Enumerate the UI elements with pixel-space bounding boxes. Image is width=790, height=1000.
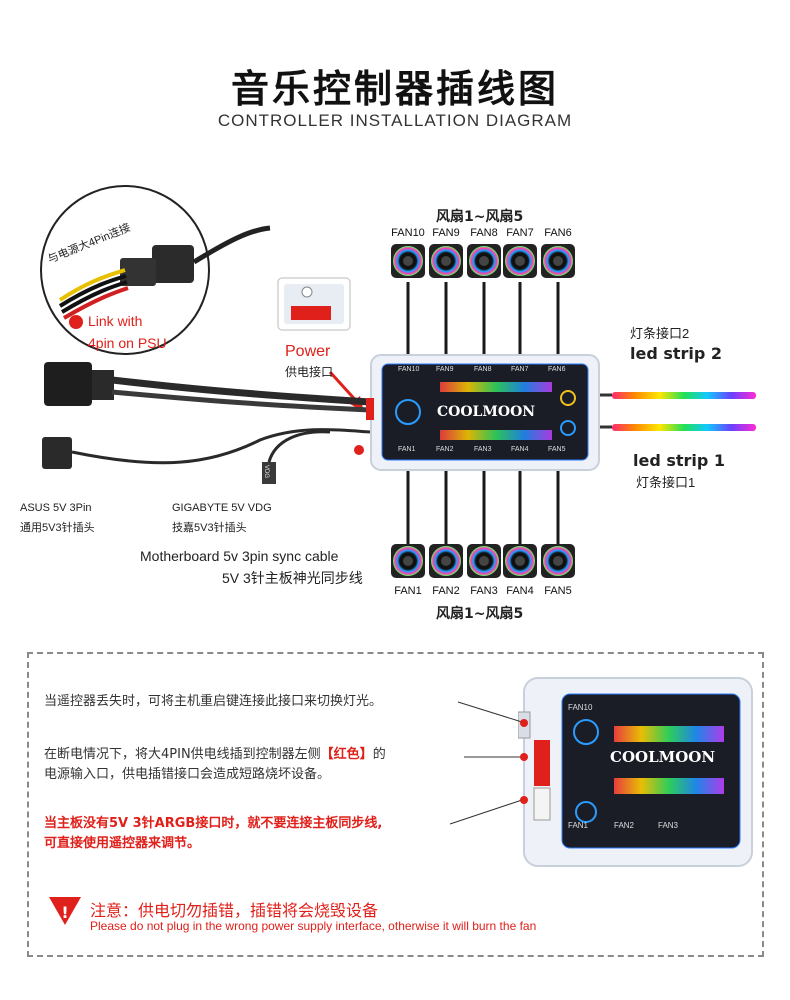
sync-cable: [42, 428, 371, 484]
fan-label-top: FAN7: [506, 227, 534, 239]
fans-top: [391, 244, 575, 278]
warning-en: Please do not plug in the wrong power su…: [90, 919, 537, 933]
asus-label-line2: 通用5V3针插头: [20, 522, 95, 534]
fans-bottom-group-label: 风扇1~风扇5: [436, 606, 524, 622]
fan-label-top: FAN6: [544, 227, 572, 239]
gigabyte-plug-label: VDG: [263, 465, 269, 479]
note-2-before: 在断电情况下，将大4PIN供电线插到控制器左侧: [44, 747, 321, 762]
controller-port-label: FAN2: [436, 446, 454, 453]
note-2-line1: 在断电情况下，将大4PIN供电线插到控制器左侧【红色】的: [44, 745, 386, 765]
led-strip1-en: led strip 1: [633, 451, 726, 470]
note-3-line2: 可直接使用遥控器来调节。: [44, 836, 201, 851]
note-3-line1: 当主板没有5V 3针ARGB接口时，就不要连接主板同步线,: [44, 816, 383, 831]
molex-cable: [44, 362, 371, 413]
power-socket-zoom: [277, 277, 351, 331]
controller-port-label: FAN1: [398, 446, 416, 453]
fan-label-bottom: FAN4: [506, 585, 534, 597]
controller-port-label: FAN4: [511, 446, 529, 453]
controller-port-label: FAN10: [398, 366, 420, 373]
fan-label-bottom: FAN5: [544, 585, 572, 597]
note-2-red: 【红色】: [320, 747, 373, 762]
warning-icon: [49, 897, 81, 925]
note-1: 当遥控器丢失时，可将主机重启键连接此接口来切换灯光。: [44, 694, 383, 709]
notes-panel: [27, 652, 764, 957]
closeup-port-bottom: FAN3: [658, 821, 679, 830]
closeup-port-bottom: FAN2: [614, 821, 635, 830]
psu-link-line1: Link with: [88, 313, 143, 329]
power-label-en: Power: [285, 343, 331, 360]
led-strip2-en: led strip 2: [630, 344, 723, 363]
closeup-port-top: FAN10: [568, 703, 593, 712]
fan-label-bottom: FAN2: [432, 585, 460, 597]
wiring-diagram: COOLMOON: [40, 185, 756, 578]
warning-cn: 注意：供电切勿插错，插错将会烧毁设备: [90, 901, 379, 920]
gigabyte-label-line2: 技嘉5V3针插头: [172, 522, 247, 534]
controller-port-label: FAN8: [474, 366, 492, 373]
closeup-brand: COOLMOON: [610, 748, 715, 766]
led-strip1-cn: 灯条接口1: [636, 475, 696, 490]
power-label-cn: 供电接口: [285, 365, 334, 379]
note-2-line2: 电源输入口，供电插错接口会造成短路烧坏设备。: [44, 767, 331, 782]
psu-link-line2: 4pin on PSU: [88, 335, 167, 351]
psu-connector-inset: [40, 185, 271, 355]
controller-hub: [366, 354, 600, 471]
led-strip2-cn: 灯条接口2: [630, 326, 690, 341]
controller-port-label: FAN3: [474, 446, 492, 453]
sync-cable-line2: 5V 3针主板神光同步线: [222, 570, 363, 586]
sync-cable-line1: Motherboard 5v 3pin sync cable: [140, 548, 339, 564]
page-subtitle: CONTROLLER INSTALLATION DIAGRAM: [217, 111, 573, 130]
controller-port-label: FAN6: [548, 366, 566, 373]
fan-label-bottom: FAN1: [394, 585, 422, 597]
fan-label-top: FAN8: [470, 227, 498, 239]
gigabyte-label-line1: GIGABYTE 5V VDG: [172, 502, 272, 514]
fan-label-top: FAN10: [391, 227, 425, 239]
fan-cables: [406, 282, 560, 545]
note-2-after: 的: [372, 747, 386, 762]
svg-text:!: !: [61, 903, 68, 922]
fan-label-bottom: FAN3: [470, 585, 498, 597]
controller-port-label: FAN5: [548, 446, 566, 453]
controller-port-label: FAN9: [436, 366, 454, 373]
controller-brand: COOLMOON: [437, 404, 535, 420]
fans-bottom: [391, 544, 575, 578]
closeup-port-bottom: FAN1: [568, 821, 589, 830]
asus-label-line1: ASUS 5V 3Pin: [20, 502, 92, 514]
page-title: 音乐控制器插线图: [230, 67, 559, 111]
controller-closeup: FAN10 FAN1 FAN2 FAN3 COOLMOON: [518, 677, 753, 867]
fan-label-top: FAN9: [432, 227, 460, 239]
fans-top-group-label: 风扇1~风扇5: [436, 209, 524, 225]
controller-port-label: FAN7: [511, 366, 529, 373]
